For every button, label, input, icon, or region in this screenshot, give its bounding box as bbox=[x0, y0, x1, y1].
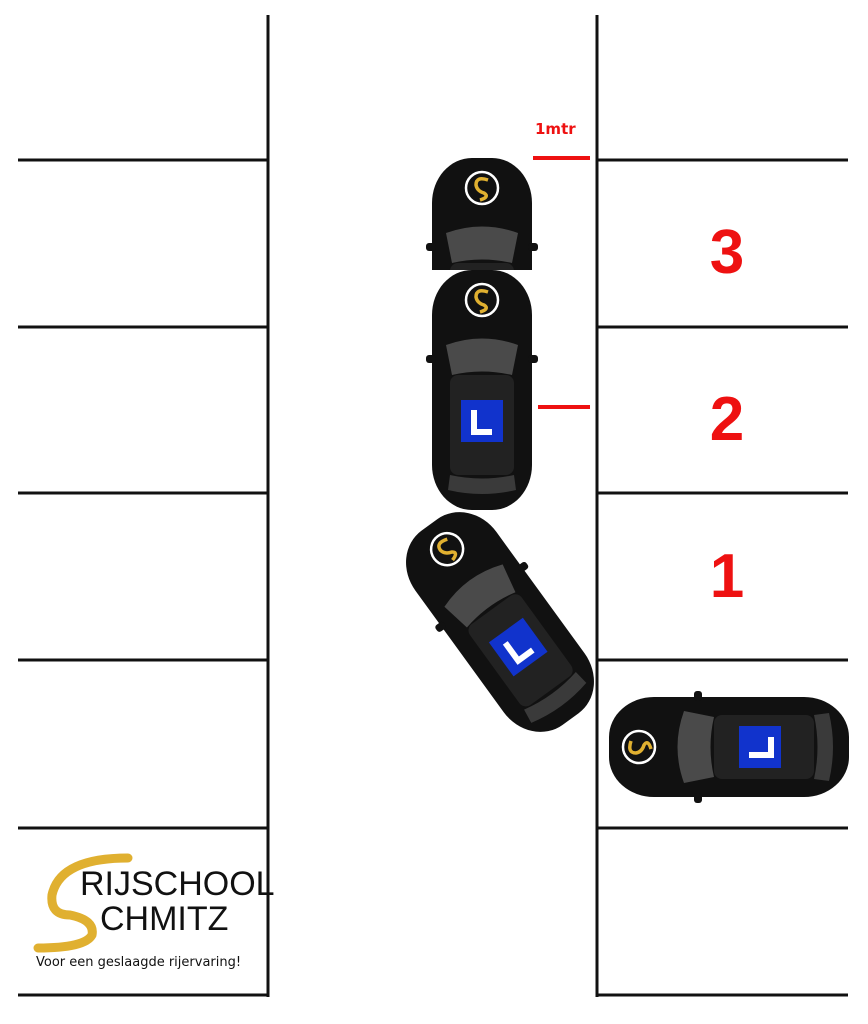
logo-tagline: Voor een geslaagde rijervaring! bbox=[36, 955, 241, 970]
car-position-2 bbox=[424, 268, 540, 512]
step-1-label: 1 bbox=[710, 542, 744, 611]
right-parking-bays bbox=[595, 15, 848, 997]
learner-plate-icon bbox=[739, 726, 781, 768]
logo-line-1: RIJSCHOOL bbox=[80, 865, 275, 903]
car-position-1 bbox=[382, 490, 618, 754]
rijschool-schmitz-logo: RIJSCHOOL CHMITZ Voor een geslaagde rije… bbox=[33, 853, 275, 970]
step-2-label: 2 bbox=[710, 385, 744, 454]
left-parking-bays bbox=[18, 15, 270, 997]
learner-plate-icon bbox=[461, 400, 503, 442]
distance-label: 1mtr bbox=[535, 120, 576, 138]
car-start-position bbox=[607, 689, 851, 805]
logo-line-2: CHMITZ bbox=[100, 900, 228, 938]
step-3-label: 3 bbox=[710, 218, 744, 287]
